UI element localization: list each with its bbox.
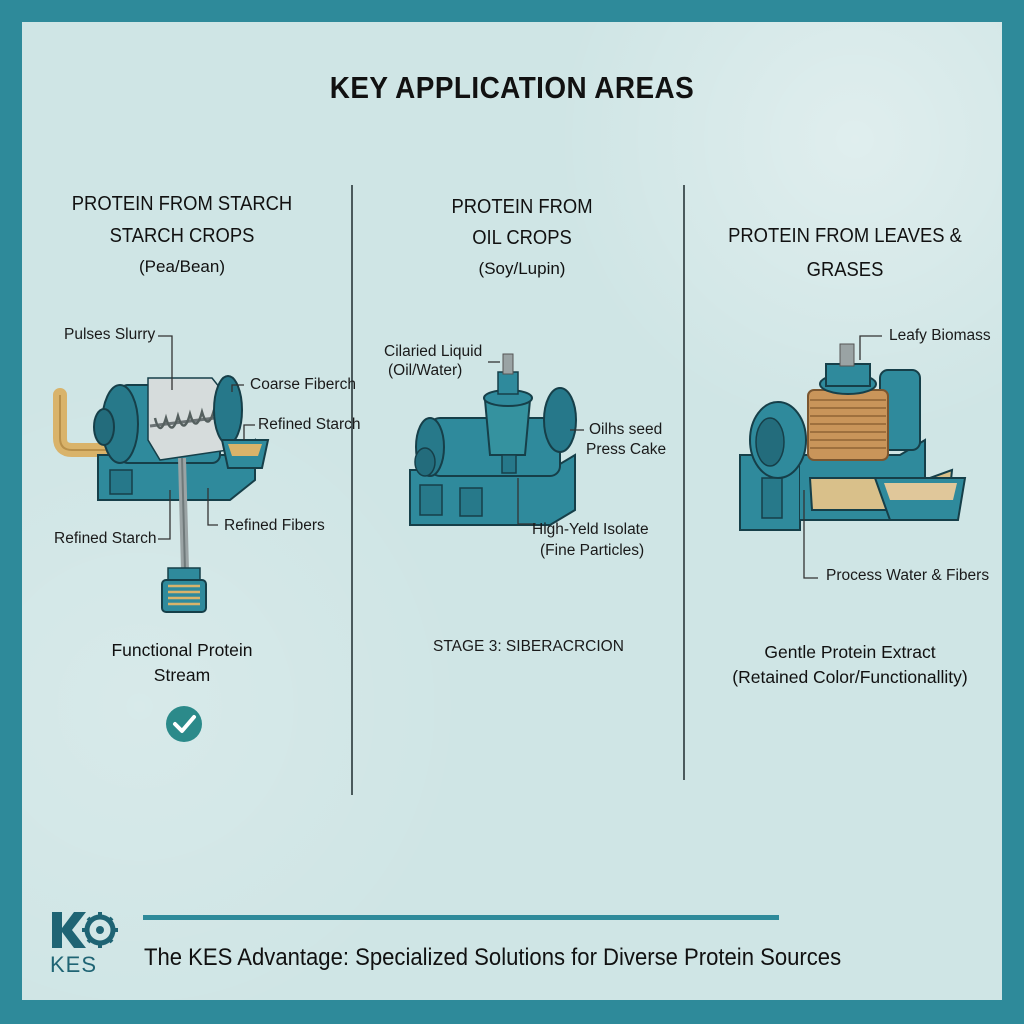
label-clarified-liquid: Cilaried Liquid [384, 343, 483, 360]
logo-text: KES [50, 952, 98, 977]
col1-heading-line1: PROTEIN FROM STARCH [71, 193, 293, 215]
label-clarified-liquid-sub: (Oil/Water) [388, 362, 463, 379]
kes-gear-logo [52, 912, 118, 948]
decanter-machine [53, 375, 270, 613]
col1-output-line1: Functional Protein [111, 640, 253, 660]
label-isolate: High-Yeld Isolate [532, 521, 649, 538]
oil-separator-machine [409, 353, 577, 526]
label-oilseed: Oilhs seed [589, 421, 663, 438]
col2-output: STAGE 3: SIBERACRCION [433, 638, 624, 655]
label-refined-starch-left: Refined Starch [54, 530, 157, 547]
col1-heading-line2: STARCH CROPS [109, 225, 255, 247]
column-divider-1 [351, 185, 353, 795]
footer-bar [143, 915, 779, 920]
page-title: KEY APPLICATION AREAS [329, 70, 695, 105]
leaf-press-machine [739, 343, 967, 531]
label-coarse-fiber: Coarse Fiberch [250, 376, 356, 393]
col2-subheading: (Soy/Lupin) [478, 259, 566, 278]
col3-output-line1: Gentle Protein Extract [764, 642, 936, 662]
label-refined-starch-right: Refined Starch [258, 416, 361, 433]
label-leafy-biomass: Leafy Biomass [889, 327, 991, 344]
col3-heading: PROTEIN FROM LEAVES & GRASES [728, 225, 962, 281]
label-pulses-slurry: Pulses Slurry [64, 326, 156, 343]
col1-subheading: (Pea/Bean) [139, 257, 225, 276]
footer-tagline: The KES Advantage: Specialized Solutions… [144, 944, 842, 971]
column-divider-2 [683, 185, 685, 780]
label-isolate-sub: (Fine Particles) [540, 542, 645, 559]
col3-output-line2: (Retained Color/Functionallity) [732, 667, 968, 687]
checkmark-icon [166, 706, 202, 742]
col1-output-line2: Stream [153, 665, 211, 685]
col2-heading-line1: PROTEIN FROM [451, 196, 593, 218]
label-process-water: Process Water & Fibers [826, 567, 990, 584]
label-press-cake: Press Cake [586, 441, 667, 458]
col2-heading-line2: OIL CROPS [472, 227, 572, 249]
label-refined-fibers: Refined Fibers [224, 517, 325, 534]
